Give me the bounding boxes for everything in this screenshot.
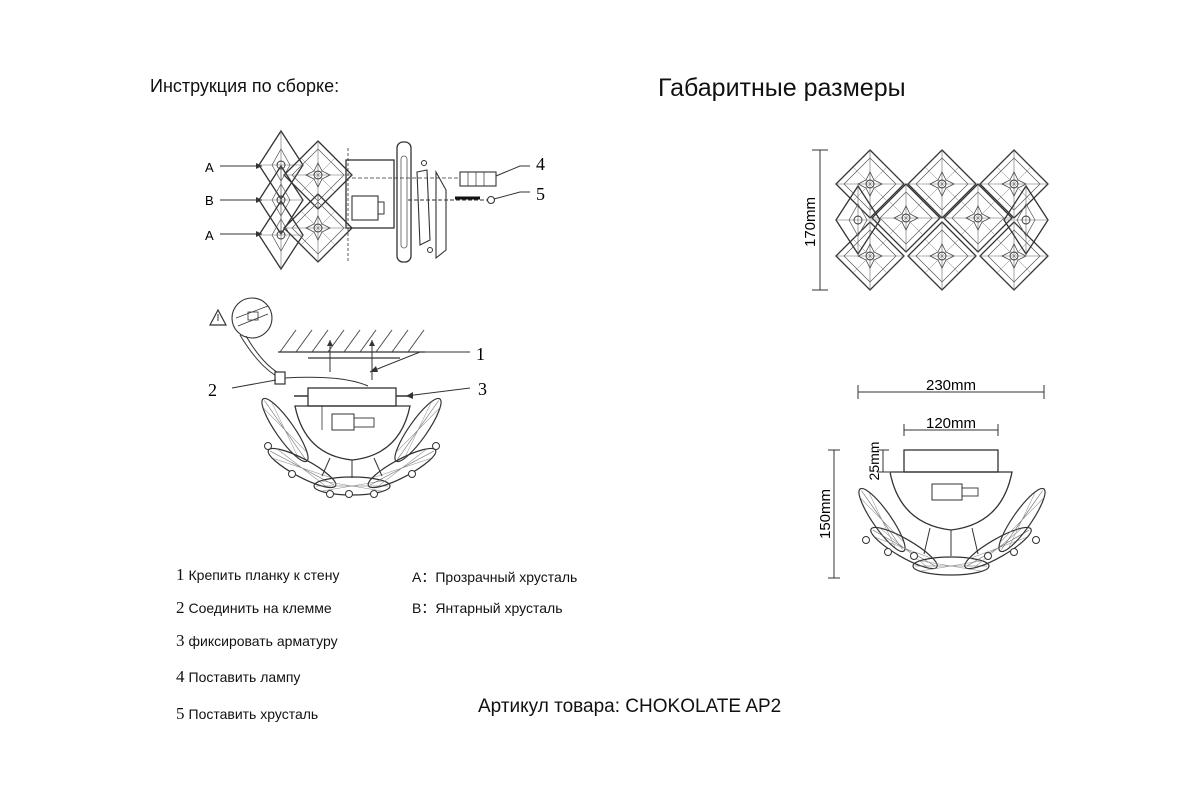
terminal-block [351,195,379,221]
dimensions-title: Габаритные размеры [658,74,906,102]
side-assembly-view: A B A 4 5 [205,130,545,270]
step-1-number: 1 [176,565,185,584]
step-1-text: Крепить планку к стену [188,567,340,583]
crystal-leaf-right [416,169,431,246]
fixture-base [307,387,397,407]
dim-height-front: 170mm [802,197,819,247]
assembly-title: Инструкция по сборке: [150,76,340,96]
mount-bracket [345,159,395,229]
dim-base-depth: 25mm [866,442,882,481]
side-fixture-base [903,449,999,473]
crystal-leaf-1 [255,393,315,467]
step-5-number: 5 [176,704,185,723]
terminal-detail-icon [231,297,273,339]
step-2-number: 2 [176,598,185,617]
callout-4: 4 [536,154,545,174]
warning-icon [209,308,227,326]
front-dimension-view: 170mm [802,149,1049,291]
callout-a-bottom: A [205,228,214,243]
legend-crystal-a: A：Прозрачный хрусталь [412,567,577,587]
legend-a-separator: ： [421,569,436,585]
step-2-text: Соединить на клемме [188,600,332,616]
callout-1: 1 [476,344,485,364]
dim-height-side: 150mm [817,489,834,539]
dim-width-total: 230mm [926,377,976,394]
step-3-text: фиксировать арматуру [188,633,338,649]
legend-a-key: A [412,569,422,585]
installation-view: 1 2 3 [208,297,487,498]
side-dimension-view: 230mm 120mm 25mm 150mm [817,377,1052,579]
fixture-bowl [294,405,411,461]
callout-b: B [205,193,214,208]
callout-3: 3 [478,379,487,399]
callout-a-top: A [205,160,214,175]
legend-b-key: B [412,600,422,616]
legend-a-text: Прозрачный хрусталь [435,569,578,585]
step-5-text: Поставить хрусталь [188,706,319,722]
dim-width-base: 120mm [926,415,976,432]
callout-5: 5 [536,184,545,204]
step-3-number: 3 [176,631,185,650]
step-4-text: Поставить лампу [188,669,301,685]
crystal-leaf-5 [388,393,448,467]
wall-plate [396,141,412,263]
legend-b-text: Янтарный хрусталь [435,600,563,616]
step-4-number: 4 [176,667,185,686]
callout-2: 2 [208,380,217,400]
legend-crystal-b: B：Янтарный хрусталь [412,598,563,618]
lamp-bulb [459,171,497,187]
ceiling-hatch [279,329,425,353]
crystal-front-bottom [283,193,353,263]
connector-clamp [274,371,286,385]
legend-b-separator: ： [421,600,436,616]
article-number: Артикул товара: CHOKOLATE AP2 [478,696,782,717]
